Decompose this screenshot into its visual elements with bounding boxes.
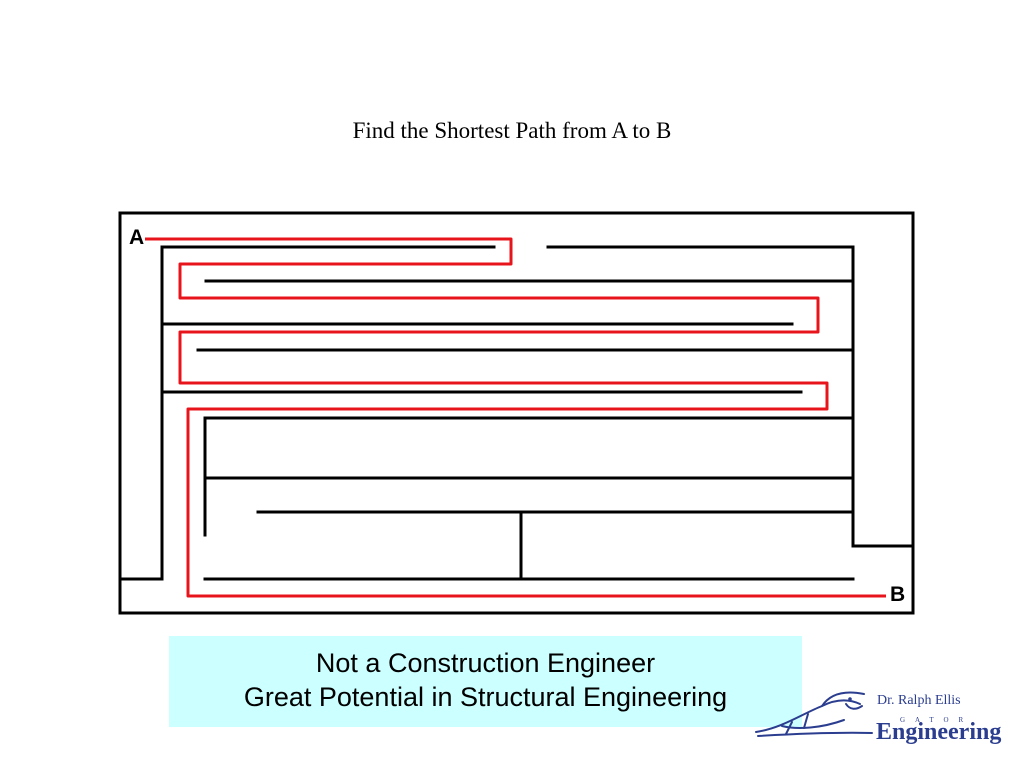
maze-border	[118, 211, 915, 615]
start-label: A	[129, 226, 144, 249]
gator-icon	[755, 691, 873, 737]
callout-box: Not a Construction Engineer Great Potent…	[169, 636, 802, 727]
logo-author: Dr. Ralph Ellis	[877, 693, 961, 708]
logo-wordmark: Engineering	[876, 719, 1002, 745]
maze-walls	[118, 211, 915, 615]
gator-engineering-logo: Dr. Ralph Ellis GATOR Engineering	[752, 684, 1012, 745]
logo-gator-text: GATOR	[900, 716, 974, 724]
slide-title: Find the Shortest Path from A to B	[352, 118, 672, 143]
callout-line-1: Not a Construction Engineer	[315, 648, 656, 678]
end-label: B	[890, 583, 905, 606]
callout-line-2: Great Potential in Structural Engineerin…	[243, 682, 728, 712]
solution-path	[145, 237, 886, 598]
